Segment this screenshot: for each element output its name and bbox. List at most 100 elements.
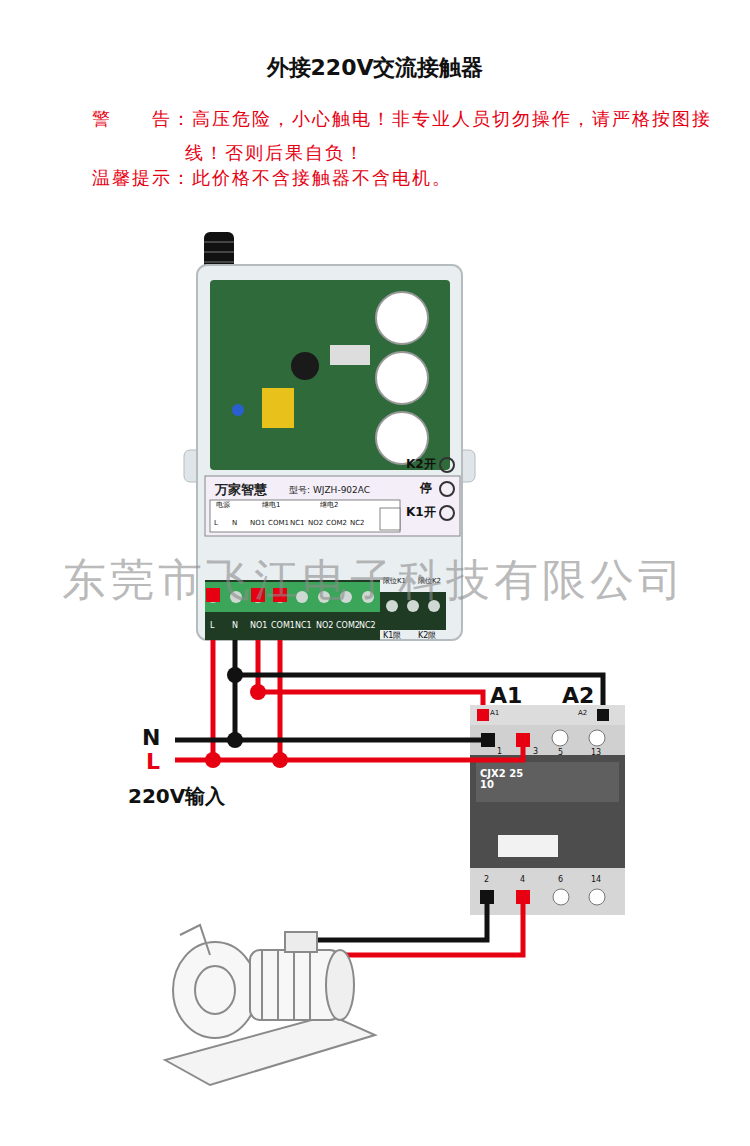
terminal-label: K2开 [406,458,436,471]
node-text: 型号: WJZH-902AC [289,486,370,496]
controller-housing-part [205,476,460,536]
terminal-label: COM2 [326,520,347,528]
contactor-body-part [516,890,530,904]
controller-housing-part [291,352,319,380]
terminal-label: NC1 [290,520,305,528]
contactor-body-part [498,835,558,857]
contactor-body-part [553,889,569,905]
wires-part [300,904,487,945]
terminal-label: COM2 [336,622,360,631]
motor-pump-part [285,932,317,952]
node-text: CJX2 2510 [480,768,524,790]
contactor-body-part [476,762,619,802]
terminal-label: 6 [558,876,563,885]
contactor-body-part [589,730,605,746]
controller-housing-part [440,506,454,520]
controller-housing-part [210,500,400,532]
terminal-label: NO1 [250,520,265,528]
terminal-label: 3 [533,748,538,757]
wires-part [300,904,523,955]
controller-housing-part [440,458,454,472]
junction-dots-part [205,752,221,768]
controller-housing-part [330,345,370,365]
warning-note: 警 告：高压危险，小心触电！非专业人员切勿操作，请严格按图接线！否则后果自负！ [92,102,715,170]
terminal-label: NO2 [316,622,333,631]
black-wire [235,640,603,705]
terminal-label: L [214,520,218,528]
terminal-label: 2 [484,876,489,885]
controller-housing-part [232,404,244,416]
terminal-label: NO2 [308,520,323,528]
terminal-label: 5 [558,749,563,758]
contactor-body-part [480,890,494,904]
controller-housing-part [262,388,294,428]
contactor-body-part [470,725,625,755]
terminal-label: 4 [520,876,525,885]
controller-housing-part [376,292,428,344]
terminal-label: N [142,726,160,750]
wires-part [175,738,481,743]
controller-housing-part [440,482,454,496]
motor-pump-part [293,950,295,1020]
contactor-body [470,705,625,915]
terminal-label: NC1 [295,622,312,631]
contactor: CJX2 2510 [470,705,625,915]
warning-note: 温馨提示：此价格不含接触器不含电机。 [92,168,452,188]
motor-pump-part [309,950,311,1020]
motor-pump-part [277,950,279,1020]
terminal-label: A1 [490,710,499,718]
junction-dots-part [272,752,288,768]
motor-pump-part [180,925,210,955]
terminal-label: 220V输入 [128,785,225,807]
wires-part [233,675,238,740]
contactor-body-part [552,730,568,746]
antenna-part [204,251,234,253]
contactor-body-part [470,705,625,915]
terminal-label: A2 [562,684,594,708]
junction-dots [205,667,288,768]
watermark: 东莞市飞江电子科技有限公司 [62,556,686,604]
contactor-body-part [477,709,489,721]
terminal-label: NC2 [359,622,376,631]
motor-pump-part [326,950,354,1020]
controller-housing-part [376,352,428,404]
contactor-body-part [481,733,495,747]
terminal-label: N [232,622,238,631]
wires [175,640,523,955]
contactor-body-part [470,868,625,915]
terminal-label: COM1 [271,622,295,631]
terminal-label: 14 [591,876,601,885]
terminal-label: 继电1 [262,502,280,510]
terminal-label: K1开 [406,506,436,519]
terminal-label: A1 [490,684,522,708]
terminal-label: K2限 [418,632,436,641]
terminal-label: 电源 [216,502,230,510]
antenna-part [204,261,234,263]
junction-dots-part [227,732,243,748]
terminal-label: 继电2 [320,502,338,510]
controller-housing-part [210,280,450,470]
title: 外接220V交流接触器 [0,56,750,80]
wires-part [175,747,523,760]
terminal-label: L [146,750,160,774]
terminal-label: L [210,622,214,631]
antenna-part [204,241,234,243]
contactor-body-part [597,709,609,721]
motor-pump-part [195,966,235,1014]
motor-pump-part [173,942,257,1038]
contactor-body-part [516,733,530,747]
terminal-label: 1 [497,748,502,757]
terminal-label: NO1 [250,622,267,631]
contactor-body-part [589,889,605,905]
motor-pump [165,925,375,1085]
terminal-label: NC2 [350,520,365,528]
terminal-label: N [232,520,237,528]
terminal-label: COM1 [268,520,289,528]
terminal-label: 13 [591,749,601,758]
terminal-label: K1限 [383,632,401,641]
terminal-label: A2 [578,710,587,718]
controller-housing-part [376,412,428,464]
controller-housing-part [380,508,400,530]
node-text: 万家智慧 [215,483,267,497]
